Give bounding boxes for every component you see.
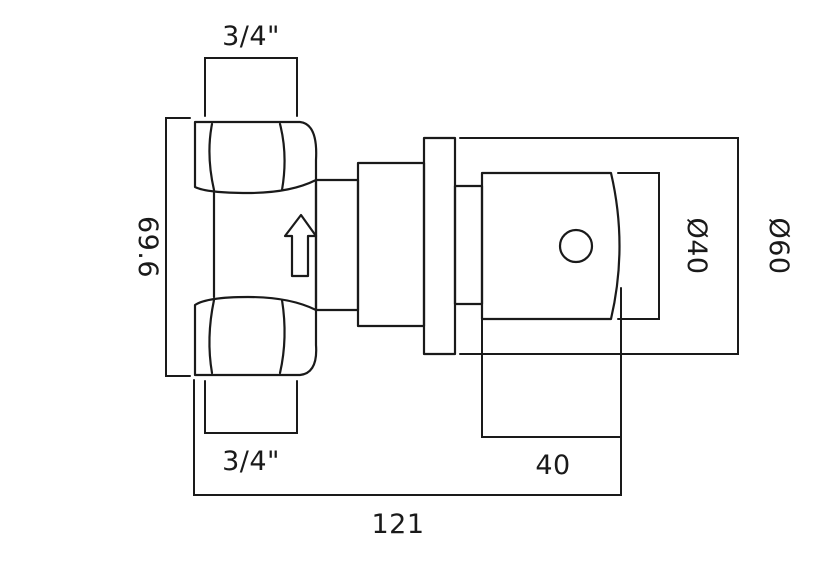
handle-diameter-label: Ø40 — [681, 217, 712, 274]
body-height-dim-line — [165, 117, 191, 377]
top-nut-facet-left — [208, 122, 216, 192]
bottom-thread-label: 3/4" — [222, 446, 280, 477]
overall-depth-dim-line — [193, 379, 622, 496]
flange-diameter-dim-line — [459, 137, 739, 355]
handle — [480, 171, 621, 321]
dimension-lines — [165, 57, 739, 496]
cylinder-body — [356, 161, 426, 328]
flow-direction-arrow-icon — [283, 213, 318, 278]
bottom-nut-facet-left — [208, 298, 216, 375]
top-thread-dim-line — [204, 57, 298, 117]
handle-depth-dim-line — [481, 287, 622, 438]
handle-spacer — [453, 184, 484, 306]
bottom-hex-nut — [193, 295, 318, 377]
bottom-thread-dim-line — [204, 380, 298, 434]
top-hex-nut — [193, 120, 318, 195]
flange-diameter-label: Ø60 — [763, 217, 794, 274]
bottom-nut-facet-right — [278, 298, 286, 375]
handle-diameter-dim-line — [617, 172, 660, 320]
body-height-label: 69.6 — [132, 216, 163, 278]
top-nut-facet-right — [278, 122, 286, 192]
flange-plate — [422, 136, 457, 356]
top-thread-label: 3/4" — [222, 21, 280, 52]
handle-index-dot — [558, 228, 594, 264]
valve-body — [193, 120, 621, 377]
overall-depth-label: 121 — [371, 509, 424, 540]
handle-depth-label: 40 — [535, 450, 570, 481]
connector-neck — [314, 178, 360, 312]
